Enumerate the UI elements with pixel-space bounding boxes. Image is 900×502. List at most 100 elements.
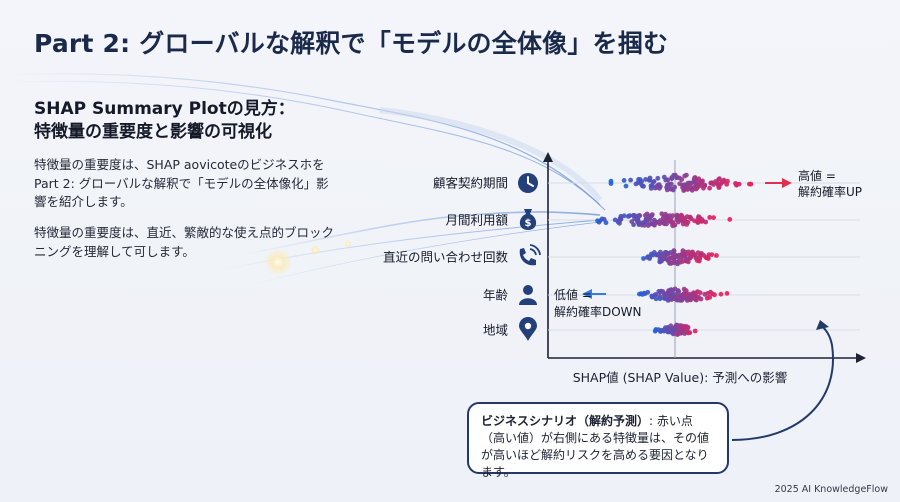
shap-dot	[672, 184, 678, 190]
shap-dot	[684, 329, 690, 334]
subtitle-line-1: SHAP Summary Plotの見方：	[34, 99, 295, 119]
x-axis-label: SHAP値 (SHAP Value): 予測への影響	[573, 370, 788, 385]
shap-dot	[674, 215, 680, 220]
shap-dot	[748, 181, 754, 187]
shap-dot	[673, 330, 679, 336]
shap-dot	[724, 291, 730, 296]
shap-dot	[657, 219, 662, 225]
shap-dot	[711, 215, 716, 221]
shap-dot	[663, 177, 669, 183]
shap-dot	[690, 249, 695, 255]
shap-dot	[688, 295, 694, 301]
shap-dot	[674, 294, 680, 299]
shap-dot	[628, 177, 633, 183]
feature-label: 地域	[483, 323, 508, 338]
shap-dot	[682, 173, 688, 179]
shap-dot	[687, 214, 693, 220]
shap-dot	[733, 181, 738, 186]
feature-label: 直近の問い合わせ回数	[383, 250, 509, 265]
shap-dot	[637, 177, 643, 182]
money-bag-icon: $	[519, 209, 537, 230]
shap-dot	[696, 294, 702, 300]
shap-dot	[665, 182, 670, 188]
description-paragraph-1: 特徴量の重要度は、SHAP aovicoteのビジネスホをPart 2: グロー…	[34, 157, 329, 209]
shap-dot	[721, 177, 727, 183]
x-axis-arrow	[856, 353, 866, 363]
shap-dot	[660, 215, 666, 221]
low-value-label-2: 解約確率DOWN	[554, 304, 642, 319]
shap-dot	[675, 288, 681, 293]
shap-dot	[679, 297, 685, 303]
section-subtitle: SHAP Summary Plotの見方： 特徴量の重要度と影響の可視化	[34, 98, 295, 144]
shap-dot	[670, 213, 676, 219]
shap-dot	[649, 294, 655, 300]
description-paragraph-2: 特徴量の重要度は、直近、繁敵的な使え点的ブロックニングを理解して可します。	[34, 225, 335, 259]
shap-dot	[718, 291, 724, 297]
svg-text:$: $	[525, 218, 532, 229]
person-icon	[519, 285, 537, 305]
shap-dot	[659, 258, 664, 264]
page-title: Part 2: グローバルな解釈で「モデルの全体像」を掴む	[34, 29, 669, 58]
shap-dot	[657, 296, 663, 302]
shap-dot	[708, 289, 713, 295]
shap-dot	[693, 186, 699, 192]
shap-dot	[651, 221, 657, 226]
callout-connector-arrowhead	[816, 320, 829, 330]
shap-dot	[684, 222, 690, 227]
callout-heading: ビジネスシナリオ（解約予測）	[481, 414, 650, 428]
shap-dot	[681, 182, 687, 188]
shap-dot	[671, 260, 677, 266]
shap-dot	[668, 186, 674, 191]
shap-dot	[707, 295, 713, 300]
shap-dot	[727, 217, 733, 222]
clock-icon	[518, 173, 538, 193]
shap-dot	[647, 213, 653, 219]
shap-dot	[681, 250, 686, 256]
shap-dot	[655, 175, 661, 181]
shap-dot	[655, 252, 661, 258]
shap-dot	[702, 291, 708, 297]
shap-dot	[697, 215, 703, 221]
shap-dot	[698, 252, 704, 257]
shap-dot	[669, 220, 675, 226]
shap-dot	[680, 258, 686, 264]
shap-dot	[669, 328, 675, 334]
shap-dot	[636, 220, 642, 226]
shap-dot	[648, 221, 653, 227]
feature-row: 地域	[483, 317, 860, 341]
shap-dot	[680, 215, 686, 221]
shap-dot	[675, 261, 680, 267]
shap-dot	[682, 324, 688, 330]
shap-dot	[699, 179, 705, 185]
shap-dot	[684, 298, 690, 303]
shap-dot	[692, 328, 698, 334]
shap-dot	[716, 185, 722, 190]
shap-dot	[657, 289, 663, 295]
feature-row: 顧客契約期間	[433, 173, 860, 193]
shap-dot	[705, 255, 710, 261]
shap-dot	[697, 290, 703, 296]
shap-dot	[595, 218, 600, 224]
shap-dot	[641, 256, 646, 261]
shap-dot	[703, 219, 709, 225]
shap-dot	[621, 178, 627, 183]
callout-connector	[731, 325, 834, 441]
shap-dot	[627, 213, 633, 219]
shap-dot	[736, 181, 742, 187]
feature-label: 顧客契約期間	[433, 176, 508, 191]
shap-dot	[674, 175, 680, 181]
low-value-arrowhead	[582, 289, 592, 299]
high-value-arrowhead	[782, 178, 792, 188]
high-value-label-1: 高値 =	[798, 168, 836, 183]
shap-dots	[595, 172, 754, 337]
shap-dot	[717, 176, 722, 182]
subtitle-line-2: 特徴量の重要度と影響の可視化	[34, 122, 272, 142]
shap-dot	[643, 177, 648, 182]
shap-dot	[695, 220, 701, 226]
shap-dot	[707, 185, 712, 191]
shap-dot	[714, 253, 719, 258]
shap-dot	[663, 250, 669, 255]
